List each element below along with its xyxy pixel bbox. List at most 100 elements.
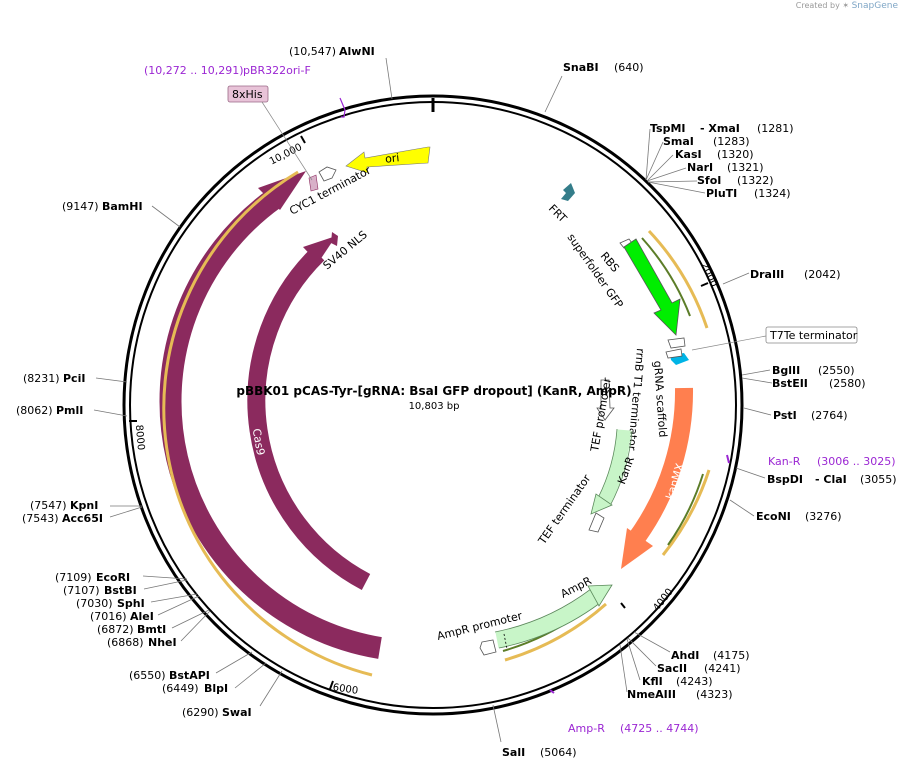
site-name: BstEII [772,377,808,390]
site-pos: (8062) [16,404,53,417]
site-kasi[interactable]: KasI (1320) [675,148,754,161]
site-name: SacII [657,662,687,675]
kanr-arc-outline [597,428,633,507]
site-sfoi[interactable]: SfoI(1322) [697,174,774,187]
ampr-promoter-arrow[interactable] [479,639,497,656]
primer-kan-r[interactable]: Kan-R (3006 .. 3025) [768,455,896,468]
tick-4000: 4000 [620,587,676,614]
site-name: PciI [63,372,85,385]
site-acc65i[interactable]: (7543)Acc65I [22,512,103,525]
site-pos: (8231) [23,372,60,385]
site-nmeaiii[interactable]: NmeAIII(4323) [627,688,733,701]
site-alwni[interactable]: (10,547)AlwNI [289,45,375,58]
site-pos: (3055) [860,473,897,486]
site-kfli[interactable]: KflI(4243) [642,675,713,688]
site-tspmi[interactable]: TspMI- XmaI(1281) [650,122,794,135]
site-psti[interactable]: PstI (2764) [773,409,848,422]
site-sali[interactable]: SalI(5064) [502,746,577,759]
ori-arrow[interactable] [345,146,431,174]
site-bstbi[interactable]: (7107)BstBI [63,584,137,597]
site-bglii[interactable]: BglII (2550) [772,364,855,377]
tick-8000: 8000 [129,420,146,451]
site-nhei[interactable]: (6868)NheI [107,636,177,649]
site-smai[interactable]: SmaI(1283) [663,135,750,148]
site-pos: (3276) [805,510,842,523]
site-kpni[interactable]: (7547)KpnI [30,499,98,512]
site-pos: (2580) [829,377,866,390]
site-bstapi[interactable]: (6550)BstAPI [129,669,210,682]
tick-label: 8000 [133,424,146,450]
site-bamhi[interactable]: (9147)BamHI [62,200,143,213]
site-pluti[interactable]: PluTI(1324) [706,187,791,200]
site-bspdi[interactable]: BspDI- ClaI(3055) [767,473,897,486]
site-nari[interactable]: NarI(1321) [687,161,764,174]
site-pos: (6868) [107,636,144,649]
site-name: AhdI [671,649,699,662]
site-pos: (7016) [90,610,127,623]
frt-arrow[interactable] [561,183,575,201]
cas9-outer-arc[interactable] [159,189,382,659]
site-bmti[interactable]: (6872)BmtI [97,623,166,636]
site-draiii[interactable]: DraIII(2042) [750,268,841,281]
site-econi[interactable]: EcoNI (3276) [756,510,842,523]
site-ahdi[interactable]: AhdI (4175) [671,649,750,662]
cas9-inner-label: Cas9 [250,427,268,456]
kanr-arc[interactable] [597,429,631,506]
rrnb-t1-terminator-arrow[interactable] [665,348,683,359]
primer-name: pBR322ori-F [243,64,311,77]
tef-promoter-arrow[interactable] [596,379,615,421]
tick-2000: 2000 [699,261,719,289]
t7te-terminator-arrow[interactable] [667,337,686,349]
site-pos: (7543) [22,512,59,525]
cas9-inner-arc[interactable] [247,247,371,590]
site-sacii[interactable]: SacII(4241) [657,662,741,675]
site-name: NarI [687,161,713,174]
site-ecori[interactable]: (7109)EcoRI [55,571,130,584]
primer-pbr322ori-f[interactable]: (10,272 .. 10,291) pBR322ori-F [144,64,311,77]
sv40-nls-label: SV40 NLS [321,228,370,272]
site-name: EcoNI [756,510,791,523]
ampr-promoter-junction [503,633,508,650]
primer-name: Kan-R [768,455,801,468]
tef-terminator-arrow[interactable] [588,512,605,533]
site-sphi[interactable]: (7030)SphI [76,597,145,610]
site-name: KpnI [70,499,98,512]
site-snabi[interactable]: SnaBI(640) [563,61,644,74]
site-pos: (5064) [540,746,577,759]
sv40-nls-marker[interactable] [331,232,338,246]
primer-amp-r[interactable]: Amp-R (4725 .. 4744) [568,722,699,735]
superfolder-gfp-arrow[interactable] [623,238,681,336]
site-pos: (1320) [717,148,754,161]
site-name: PstI [773,409,797,422]
t7te-terminator-box[interactable] [765,326,858,344]
site-bsteii[interactable]: BstEII (2580) [772,377,866,390]
site-pos: (4175) [713,649,750,662]
restriction-sites: (10,547)AlwNI SnaBI(640) TspMI- XmaI(128… [16,45,897,759]
site-name: KasI [675,148,702,161]
ampr-arrowhead [587,584,613,607]
site-name: SnaBI [563,61,599,74]
site-name: BspDI [767,473,803,486]
site-blpi[interactable]: (6449)BlpI [162,682,228,695]
primer-name: Amp-R [568,722,605,735]
cyc1-terminator-arrow[interactable] [318,166,337,182]
site-pcii[interactable]: (8231)PciI [23,372,85,385]
site-pos: (2764) [811,409,848,422]
site-swai[interactable]: (6290)SwaI [182,706,252,719]
site-alei[interactable]: (7016)AleI [90,610,154,623]
cas9-outer-label: Cas9 [195,437,213,466]
site-name: BamHI [102,200,143,213]
site-name: BglII [772,364,800,377]
site-pos: (9147) [62,200,99,213]
site-pos: (7107) [63,584,100,597]
site-pmli[interactable]: (8062)PmlI [16,404,83,417]
site-pos: (2550) [818,364,855,377]
site-name: Acc65I [62,512,103,525]
ampr-arc-outline [494,588,601,649]
ampr-arc[interactable] [495,589,601,648]
site-name: DraIII [750,268,784,281]
site-pos: (4323) [696,688,733,701]
his-tag-box[interactable] [227,85,269,103]
kanmx-arc[interactable] [630,387,694,542]
